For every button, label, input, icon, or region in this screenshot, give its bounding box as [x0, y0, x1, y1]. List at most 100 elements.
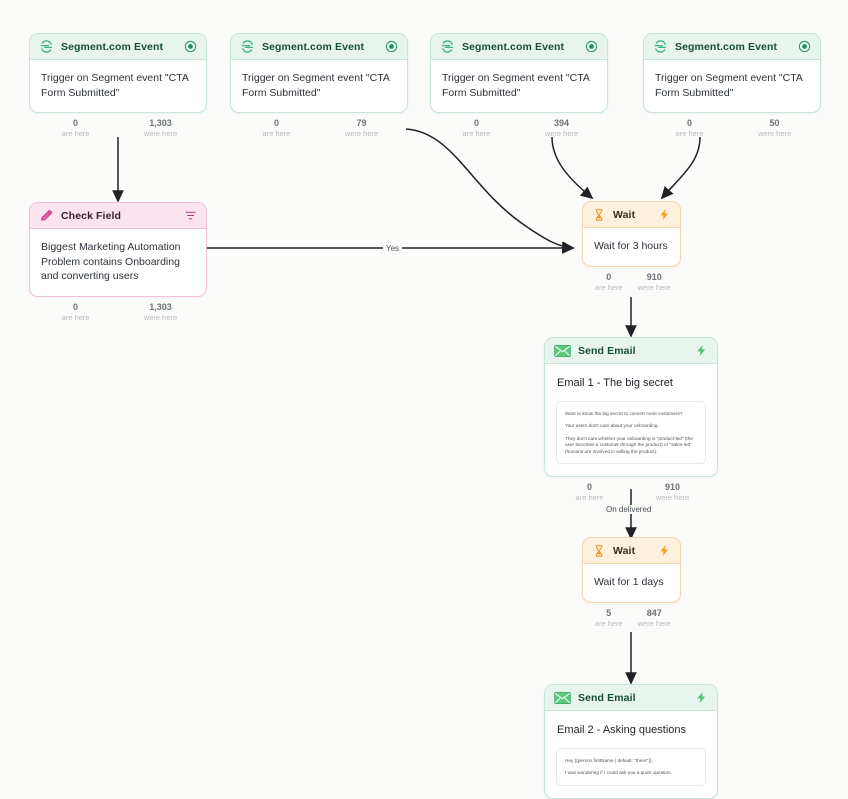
node-title: Segment.com Event — [675, 40, 778, 53]
email-preview: Want to know the big secret to convert m… — [556, 401, 706, 465]
edge-trigger3-to-wait1 — [551, 136, 594, 200]
pencil-icon — [39, 208, 54, 223]
node-header: Segment.com Event — [431, 34, 607, 60]
node-stats: 0 are here 1,303 were here — [29, 302, 207, 323]
node-card[interactable]: Send Email Email 2 - Asking questions He… — [544, 684, 718, 799]
node-card[interactable]: Segment.com Event Trigger on Segment eve… — [230, 33, 408, 113]
lightning-bolt-icon[interactable] — [658, 543, 671, 558]
stat-are-here: 0 are here — [234, 118, 319, 139]
stat-value: 0 — [273, 118, 279, 128]
node-segment-event-1[interactable]: Segment.com Event Trigger on Segment eve… — [29, 33, 207, 139]
email-preview-line: Hey {{person.firstName | default: "there… — [565, 758, 653, 763]
hourglass-icon — [592, 208, 606, 222]
node-body: Trigger on Segment event "CTA Form Submi… — [30, 60, 206, 112]
stat-are-here: 0 are here — [647, 118, 732, 139]
node-card[interactable]: Send Email Email 1 - The big secret Want… — [544, 337, 718, 478]
node-header: Check Field — [30, 203, 206, 229]
stat-were-here: 50 were here — [732, 118, 817, 139]
stat-were-here: 1,303 were here — [118, 302, 203, 323]
node-send-email-1[interactable]: Send Email Email 1 - The big secret Want… — [544, 337, 718, 503]
node-body: Trigger on Segment event "CTA Form Submi… — [644, 60, 820, 112]
stat-label: were here — [757, 129, 792, 138]
node-stats: 0 are here 50 were here — [643, 118, 821, 139]
node-wait-2[interactable]: Wait Wait for 1 days 5 are here 847 were… — [582, 537, 681, 629]
segment-logo-icon — [39, 39, 54, 54]
stat-were-here: 910 were here — [632, 272, 678, 293]
stat-label: are here — [61, 129, 90, 138]
stat-label: were here — [143, 129, 178, 138]
node-description: Biggest Marketing Automation Problem con… — [41, 241, 181, 282]
node-header: Wait — [583, 538, 680, 564]
stat-are-here: 0 are here — [586, 272, 632, 293]
stat-were-here: 910 were here — [631, 482, 714, 503]
stat-value: 0 — [686, 118, 692, 128]
email-preview-line: Your users don't care about your onboard… — [565, 423, 659, 429]
lightning-bolt-icon[interactable] — [695, 690, 708, 705]
hourglass-icon — [592, 544, 606, 558]
email-subject: Email 1 - The big secret — [557, 377, 673, 389]
stat-were-here: 1,303 were here — [118, 118, 203, 139]
node-card[interactable]: Segment.com Event Trigger on Segment eve… — [643, 33, 821, 113]
node-stats: 5 are here 847 were here — [582, 608, 681, 629]
target-circle-icon[interactable] — [184, 40, 197, 53]
node-title: Send Email — [578, 344, 636, 357]
target-circle-icon[interactable] — [585, 40, 598, 53]
stat-value: 910 — [646, 271, 662, 282]
stat-label: are here — [594, 282, 623, 292]
node-segment-event-4[interactable]: Segment.com Event Trigger on Segment eve… — [643, 33, 821, 139]
stat-value: 5 — [606, 607, 612, 618]
lightning-bolt-icon[interactable] — [658, 207, 671, 222]
stat-value: 79 — [356, 118, 367, 128]
stat-are-here: 0 are here — [33, 118, 118, 139]
node-description: Trigger on Segment event "CTA Form Submi… — [242, 72, 390, 99]
node-wait-1[interactable]: Wait Wait for 3 hours 0 are here 910 wer… — [582, 201, 681, 293]
node-card[interactable]: Check Field Biggest Marketing Automation… — [29, 202, 207, 297]
segment-logo-icon — [653, 39, 668, 54]
stat-were-here: 847 were here — [632, 608, 678, 629]
node-segment-event-2[interactable]: Segment.com Event Trigger on Segment eve… — [230, 33, 408, 139]
node-stats: 0 are here 1,303 were here — [29, 118, 207, 139]
stat-value: 847 — [646, 607, 662, 618]
node-body: Trigger on Segment event "CTA Form Submi… — [431, 60, 607, 112]
segment-logo-icon — [440, 39, 455, 54]
filter-icon[interactable] — [184, 209, 197, 222]
stat-label: are here — [594, 618, 623, 628]
edge-trigger4-to-wait1 — [660, 136, 701, 200]
lightning-bolt-icon[interactable] — [695, 343, 708, 358]
edge-label-on-delivered: On delivered — [603, 505, 655, 514]
stat-label: are here — [675, 129, 704, 138]
node-check-field[interactable]: Check Field Biggest Marketing Automation… — [29, 202, 207, 323]
node-title: Segment.com Event — [61, 40, 164, 53]
node-send-email-2[interactable]: Send Email Email 2 - Asking questions He… — [544, 684, 718, 799]
node-card[interactable]: Wait Wait for 1 days — [582, 537, 681, 603]
node-title: Segment.com Event — [262, 40, 365, 53]
node-header: Segment.com Event — [231, 34, 407, 60]
node-segment-event-3[interactable]: Segment.com Event Trigger on Segment eve… — [430, 33, 608, 139]
node-card[interactable]: Wait Wait for 3 hours — [582, 201, 681, 267]
email-preview-line: I was wondering if I could ask you a qui… — [565, 770, 673, 776]
node-card[interactable]: Segment.com Event Trigger on Segment eve… — [430, 33, 608, 113]
email-preview: Hey {{person.firstName | default: "there… — [556, 748, 706, 786]
node-title: Check Field — [61, 209, 122, 222]
stat-value: 0 — [606, 271, 612, 282]
node-card[interactable]: Segment.com Event Trigger on Segment eve… — [29, 33, 207, 113]
envelope-icon — [554, 344, 571, 358]
node-body: Email 1 - The big secret Want to know th… — [545, 364, 717, 476]
node-stats: 0 are here 394 were here — [430, 118, 608, 139]
email-preview-line: Want to know the big secret to convert m… — [565, 411, 683, 416]
target-circle-icon[interactable] — [798, 40, 811, 53]
segment-logo-icon — [240, 39, 255, 54]
node-stats: 0 are here 910 were here — [544, 482, 718, 503]
stat-value: 1,303 — [149, 301, 172, 312]
email-preview-line: They don't care whether your onboarding … — [565, 435, 693, 454]
target-circle-icon[interactable] — [385, 40, 398, 53]
node-body: Wait for 1 days — [583, 564, 680, 602]
node-header: Segment.com Event — [30, 34, 206, 60]
node-description: Wait for 1 days — [594, 576, 664, 588]
stat-label: are here — [462, 129, 491, 138]
node-title: Segment.com Event — [462, 40, 565, 53]
stat-label: are here — [61, 312, 90, 322]
node-body: Biggest Marketing Automation Problem con… — [30, 229, 206, 296]
node-header: Wait — [583, 202, 680, 228]
